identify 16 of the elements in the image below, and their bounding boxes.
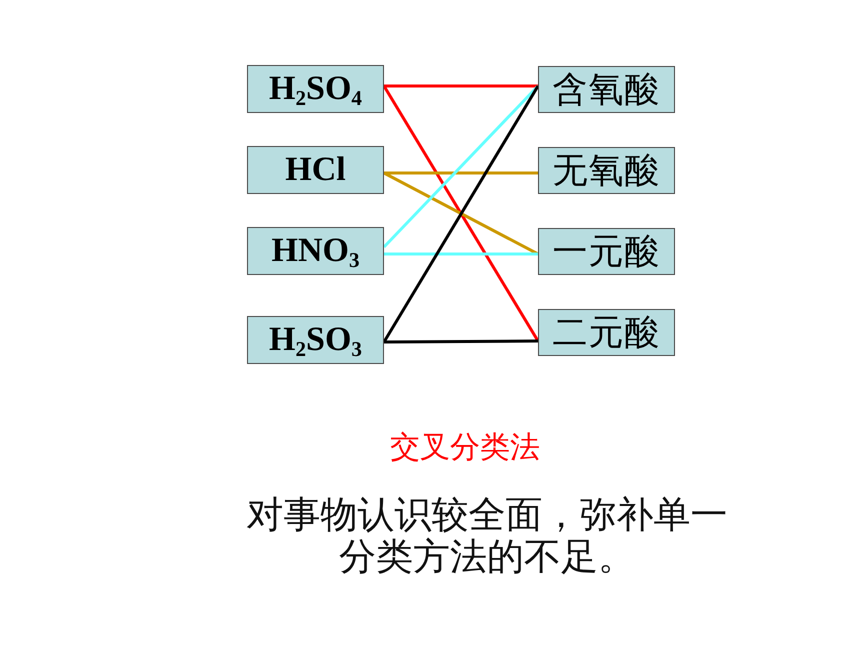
formula-box: H$_{2}$SO$_{3}$ — [247, 316, 384, 364]
summary-text: 对事物认识较全面，弥补单一分类方法的不足。 — [246, 494, 728, 578]
category-box: 无氧酸 — [538, 147, 675, 194]
formula-box: HCl — [247, 146, 384, 194]
formula-box: HNO$_{3}$ — [247, 227, 384, 275]
connector-line — [383, 172, 539, 256]
connector-line — [384, 340, 538, 344]
category-box: 含氧酸 — [538, 66, 675, 113]
category-box: 二元酸 — [538, 309, 675, 356]
connector-line — [382, 84, 540, 248]
connector-line — [384, 252, 538, 256]
method-title: 交叉分类法 — [389, 429, 541, 467]
connector-line — [384, 172, 538, 174]
connector-line — [384, 84, 538, 88]
formula-box: H$_{2}$SO$_{4}$ — [247, 65, 384, 113]
category-box: 一元酸 — [538, 228, 675, 275]
